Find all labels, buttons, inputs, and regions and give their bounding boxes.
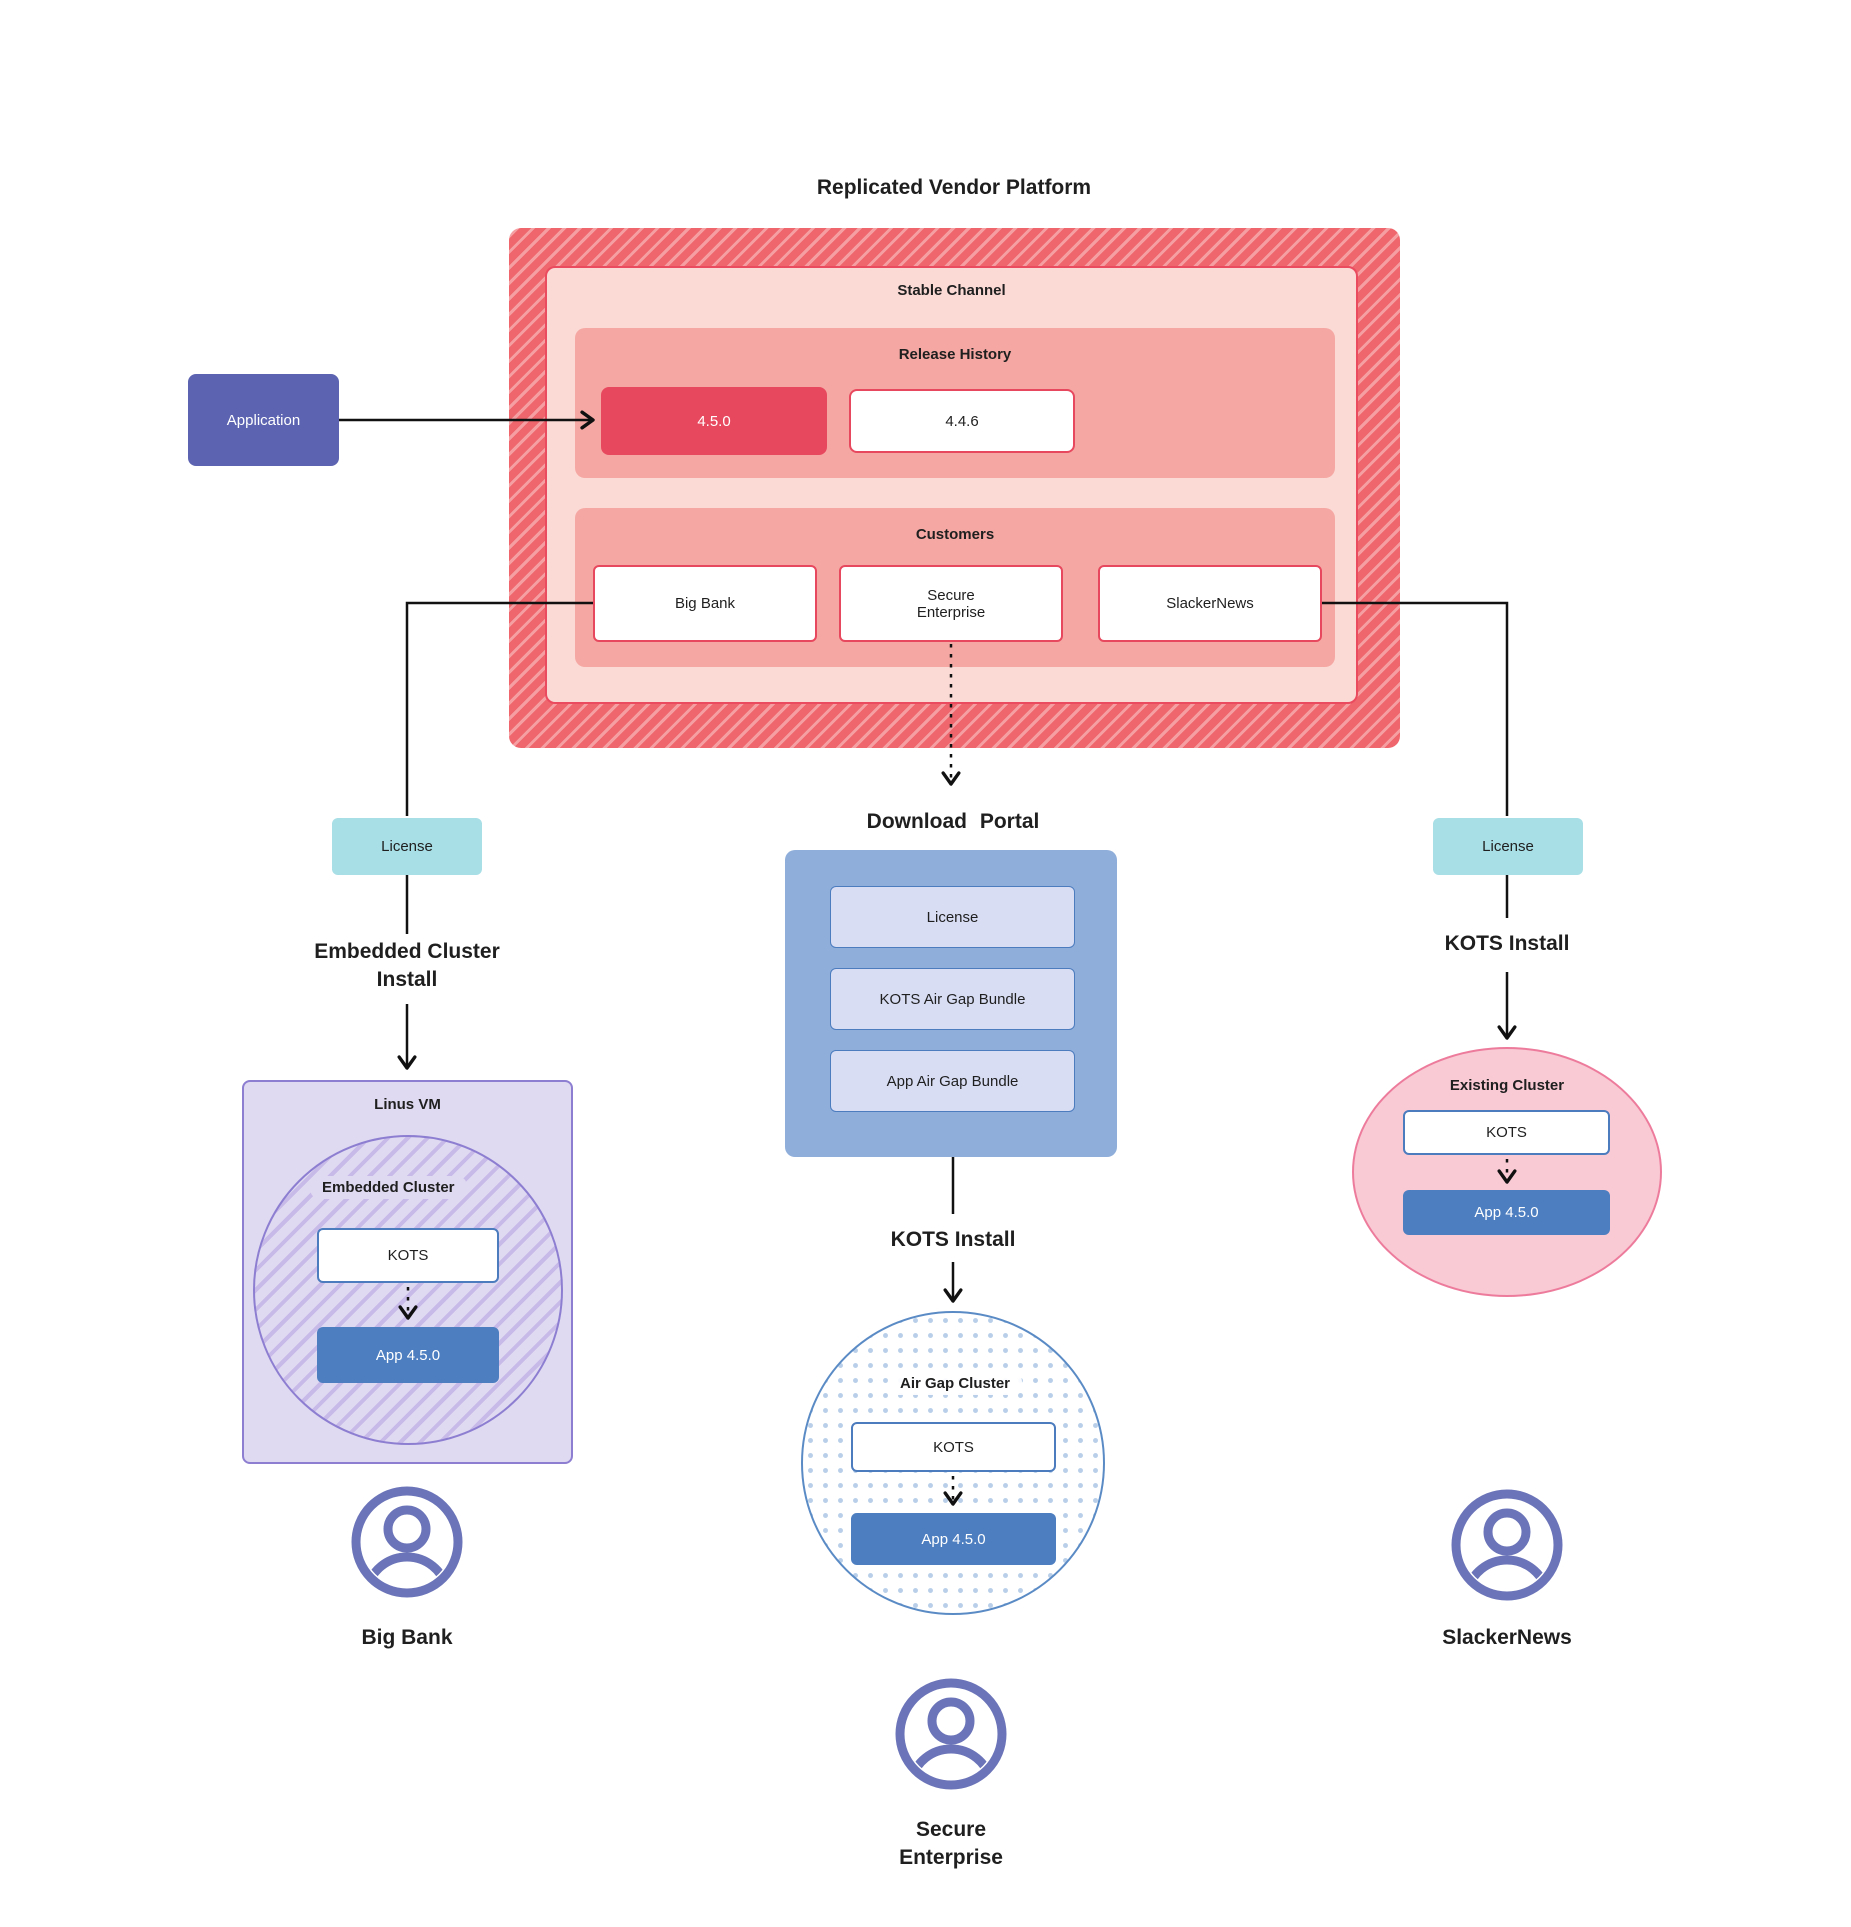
app-node-left: App 4.5.0 (317, 1327, 499, 1383)
release-history-label: Release History (898, 346, 1012, 363)
customer-big-bank-label: Big Bank (674, 595, 736, 612)
portal-app-bundle-item: App Air Gap Bundle (830, 1050, 1075, 1112)
customer-secure-enterprise-label: Secure Enterprise (916, 586, 986, 621)
embedded-cluster-label: Embedded Cluster (310, 1176, 467, 1199)
release-version-previous: 4.4.6 (945, 412, 979, 430)
page-title: Replicated Vendor Platform (816, 176, 1092, 199)
kots-middle-label: KOTS (933, 1438, 974, 1456)
user-icon-slackernews (1447, 1485, 1567, 1605)
customer-big-bank: Big Bank (593, 565, 817, 642)
kots-node-right: KOTS (1403, 1110, 1610, 1155)
customer-slackernews-label: SlackerNews (1166, 595, 1254, 612)
user-big-bank-label: Big Bank (361, 1626, 453, 1649)
kots-left-label: KOTS (387, 1247, 429, 1264)
application-node: Application (188, 374, 339, 466)
download-portal-label: Download Portal (866, 810, 1040, 833)
customer-secure-enterprise: Secure Enterprise (839, 565, 1063, 642)
release-4-5-0: 4.5.0 (601, 387, 827, 455)
license-left-label: License (381, 838, 433, 855)
portal-app-bundle-label: App Air Gap Bundle (886, 1072, 1019, 1090)
app-node-middle: App 4.5.0 (851, 1513, 1056, 1565)
license-node-right: License (1433, 818, 1583, 875)
portal-kots-bundle-label: KOTS Air Gap Bundle (879, 990, 1026, 1008)
user-slackernews-label: SlackerNews (1442, 1626, 1572, 1649)
customer-slackernews: SlackerNews (1098, 565, 1322, 642)
portal-license-label: License (926, 908, 979, 926)
user-icon-big-bank (347, 1482, 467, 1602)
kots-install-label-middle: KOTS Install (890, 1228, 1016, 1251)
linus-vm-label: Linus VM (374, 1096, 441, 1113)
application-label: Application (226, 411, 301, 429)
portal-kots-bundle-item: KOTS Air Gap Bundle (830, 968, 1075, 1030)
license-node-left: License (332, 818, 482, 875)
license-right-label: License (1482, 838, 1534, 855)
existing-cluster-label: Existing Cluster (1449, 1077, 1565, 1094)
kots-right-label: KOTS (1486, 1124, 1527, 1141)
customers-label: Customers (915, 526, 995, 543)
stable-channel-label: Stable Channel (897, 282, 1006, 299)
app-right-label: App 4.5.0 (1474, 1204, 1539, 1221)
kots-install-label-right: KOTS Install (1444, 932, 1570, 955)
air-gap-cluster-label: Air Gap Cluster (888, 1372, 1023, 1395)
user-secure-enterprise-label: Secure Enterprise (899, 1818, 1003, 1869)
app-node-right: App 4.5.0 (1403, 1190, 1610, 1235)
app-left-label: App 4.5.0 (375, 1346, 441, 1364)
portal-license-item: License (830, 886, 1075, 948)
release-4-4-6: 4.4.6 (849, 389, 1075, 453)
kots-node-middle: KOTS (851, 1422, 1056, 1472)
app-middle-label: App 4.5.0 (921, 1530, 986, 1548)
embedded-cluster-install-label: Embedded Cluster Install (314, 940, 500, 991)
release-version-current: 4.5.0 (697, 412, 731, 430)
user-icon-secure-enterprise (891, 1674, 1011, 1794)
kots-node-left: KOTS (317, 1228, 499, 1283)
